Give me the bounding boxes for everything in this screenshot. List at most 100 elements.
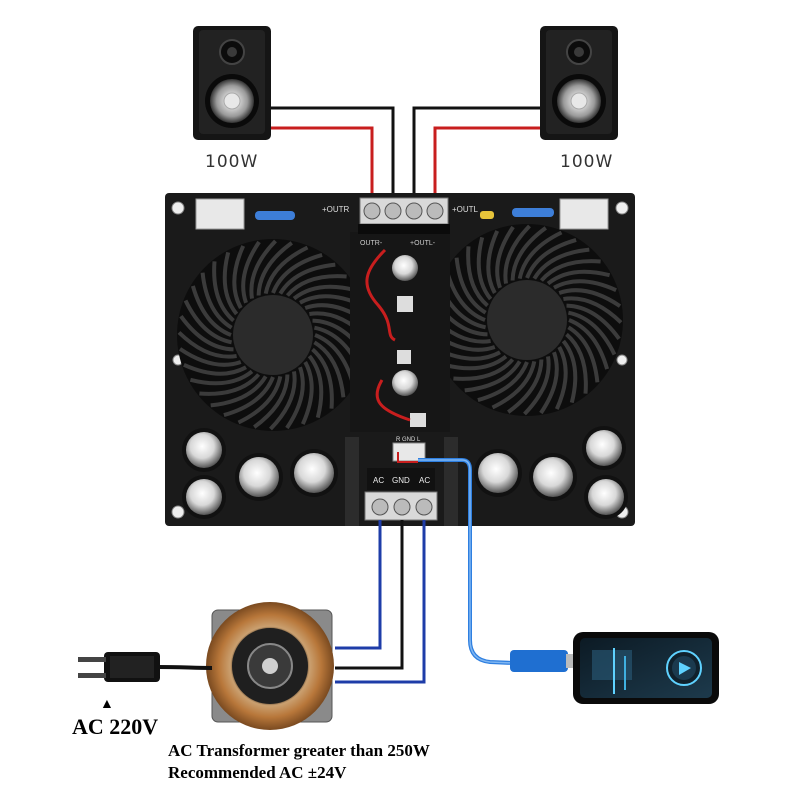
terminal-screw[interactable] — [371, 498, 389, 516]
heatsink-fin — [477, 361, 529, 403]
terminal-screw[interactable] — [405, 202, 423, 220]
heatsink-fin — [539, 351, 559, 415]
heatsink-fin — [486, 230, 500, 294]
heatsink-fin — [253, 374, 290, 429]
heatsink-fin — [464, 360, 522, 393]
ac-wire-blue-1 — [335, 520, 382, 650]
heatsink-fin — [563, 296, 623, 324]
heatsink-fin — [453, 358, 515, 381]
heatsink-fin — [454, 257, 487, 315]
terminal-label-outl: +OUTL — [452, 205, 479, 214]
ac-wire-blue-2 — [335, 520, 426, 684]
heatsink-fin — [491, 360, 537, 410]
resistor-left — [255, 211, 295, 220]
heatsink-fin — [271, 252, 323, 294]
heatsink-fin — [554, 346, 568, 410]
mains-plug — [78, 652, 213, 682]
heatsink-fin — [553, 279, 617, 293]
ac-label-left: AC — [373, 476, 384, 485]
right-speaker-red-wire — [433, 126, 540, 205]
heatsink-fin — [256, 241, 293, 296]
ac-input-terminal-block — [364, 491, 438, 521]
heatsink-fin — [313, 340, 346, 398]
toroidal-transformer — [206, 602, 334, 730]
heatsink-fin — [189, 369, 254, 386]
right-speaker — [540, 26, 618, 140]
right-speaker-black-wire — [412, 106, 540, 205]
output-terminal-block — [358, 197, 450, 234]
heatsink-fin — [466, 246, 489, 308]
right-speaker-power-label: 100W — [560, 152, 614, 172]
resistor-right — [512, 208, 554, 217]
heatsink-fin — [567, 310, 617, 356]
audio-plug — [510, 650, 568, 672]
mount-hole — [171, 505, 185, 519]
heatsink-fin — [311, 347, 334, 409]
heatsink-fin — [223, 376, 275, 418]
transformer-wires — [335, 520, 426, 684]
heatsink-fin — [523, 356, 551, 416]
transformer-spec-line2: Recommended AC ±24V — [168, 763, 347, 782]
terminal-screw[interactable] — [426, 202, 444, 220]
terminal-label-outr: +OUTR — [322, 205, 350, 214]
relay-left — [195, 198, 245, 230]
heatsink-fin — [566, 303, 621, 340]
speaker-wires — [270, 106, 540, 205]
heatsink-fin — [212, 261, 235, 323]
left-speaker-red-wire — [270, 126, 374, 205]
heatsink-fin — [503, 224, 531, 284]
heatsink-fin — [285, 366, 305, 430]
terminal-label-outl-minus: +OUTL- — [410, 240, 436, 247]
heatsink-fin — [278, 262, 336, 295]
heatsink-fin — [179, 315, 234, 352]
left-speaker — [193, 26, 271, 140]
heatsink-fin — [199, 373, 261, 396]
heatsink-fin — [561, 339, 578, 404]
heatsink-fin — [237, 375, 283, 425]
gnd-wire-black — [335, 520, 404, 670]
terminal-screw[interactable] — [363, 202, 381, 220]
heatsink-fin — [517, 230, 563, 280]
heatsink-fin — [507, 359, 544, 414]
heatsink-fin — [539, 259, 601, 282]
heatsink-fin — [285, 274, 347, 297]
relay-right — [559, 198, 609, 230]
terminal-screw[interactable] — [393, 498, 411, 516]
mount-hole — [171, 201, 185, 215]
heatsink-fin — [300, 361, 314, 425]
left-speaker-black-wire — [270, 106, 395, 205]
heatsink-fin — [269, 371, 297, 431]
heatsink-fin — [177, 331, 237, 359]
heatsink-fin — [510, 226, 547, 281]
heatsink-fin — [495, 225, 515, 289]
heatsink-fin — [183, 362, 247, 376]
heatsink-fin — [525, 237, 577, 279]
ac-label-right: AC — [419, 476, 430, 485]
input-pin-labels: R GND L — [396, 437, 421, 443]
heatsink-fin — [476, 236, 493, 301]
left-speaker-power-label: 100W — [205, 152, 259, 172]
heatsink-fin — [222, 251, 239, 316]
heatsink-fin — [249, 239, 277, 299]
terminal-screw[interactable] — [384, 202, 402, 220]
heatsink-fin — [292, 284, 357, 301]
heatsink-fin — [263, 245, 309, 295]
heatsink-fin — [532, 247, 590, 280]
transformer-spec-line1: AC Transformer greater than 250W — [168, 741, 430, 760]
heatsink-fin — [443, 354, 508, 371]
heatsink-fin — [558, 288, 622, 308]
left-heatsink-fan — [177, 239, 369, 431]
center-capacitor-top — [392, 255, 418, 281]
heatsink-fin — [200, 272, 233, 330]
heatsink-fin — [568, 318, 610, 370]
heatsink-fin — [210, 375, 268, 408]
phone — [573, 632, 719, 704]
mains-arrow-icon: ▲ — [100, 697, 114, 712]
mount-hole — [615, 201, 629, 215]
terminal-screw[interactable] — [415, 498, 433, 516]
heatsink-fin — [232, 245, 246, 309]
heatsink-fin — [178, 347, 242, 367]
audio-input-cable — [418, 458, 580, 672]
heatsink-fin — [183, 299, 233, 345]
